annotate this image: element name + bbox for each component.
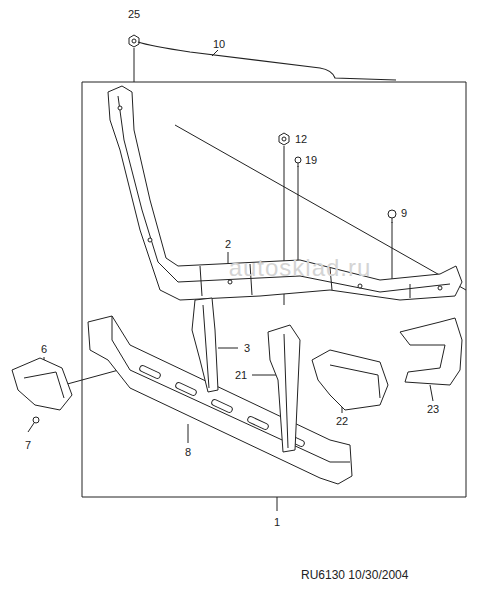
callout-number: 2 <box>224 238 232 250</box>
callout-number: 12 <box>294 133 308 145</box>
drawing-stroke <box>298 163 299 167</box>
callout-number: 21 <box>234 369 248 381</box>
callout-number: 8 <box>184 446 192 458</box>
callout-number: 7 <box>24 439 32 451</box>
callout-number: 9 <box>400 207 408 219</box>
drawing-stroke <box>247 416 269 431</box>
upper-tie-bar <box>108 86 462 300</box>
drawing-stroke <box>400 318 462 385</box>
drawing-stroke <box>82 82 466 497</box>
drawing-stroke <box>24 372 64 398</box>
drawing-stroke <box>312 350 388 410</box>
drawing-stroke <box>284 334 288 448</box>
callout-number: 22 <box>335 415 349 427</box>
drawing-stroke <box>438 286 442 290</box>
drawing-stroke <box>118 106 122 110</box>
callout-number: 1 <box>273 516 281 528</box>
frame-lines <box>44 48 466 511</box>
drawing-stroke <box>282 137 286 141</box>
drawing-stroke <box>358 284 362 288</box>
drawing-stroke <box>28 423 34 432</box>
rod <box>138 42 396 80</box>
drawing-stroke <box>139 365 161 380</box>
drawing-stroke <box>33 417 39 423</box>
drawing-stroke <box>188 424 189 443</box>
callout-number: 23 <box>426 403 440 415</box>
drawing-stroke <box>279 133 289 145</box>
drawing-stroke <box>392 222 393 282</box>
lower-cross-member <box>88 316 352 484</box>
drawing-stroke <box>268 325 300 452</box>
caption: RU6130 10/30/2004 <box>300 568 409 582</box>
drawing-stroke <box>112 316 350 462</box>
drawing-stroke <box>211 399 233 414</box>
brackets <box>12 298 462 452</box>
watermark: autosklad.ru <box>228 255 373 281</box>
fasteners <box>28 35 396 432</box>
drawing-stroke <box>192 298 218 392</box>
drawing-stroke <box>118 96 450 292</box>
drawing-stroke <box>330 365 380 398</box>
drawing-stroke <box>252 375 276 376</box>
drawing-stroke <box>134 48 135 82</box>
drawing-stroke <box>175 382 197 397</box>
drawing-stroke <box>388 210 396 218</box>
callout-number: 6 <box>40 343 48 355</box>
drawing-stroke <box>138 42 396 80</box>
callout-number: 10 <box>212 38 226 50</box>
drawing-stroke <box>88 316 352 484</box>
drawing-stroke <box>148 238 152 242</box>
drawing-stroke <box>12 358 72 410</box>
callout-number: 25 <box>127 8 141 20</box>
drawing-stroke <box>295 157 301 163</box>
drawing-stroke <box>203 305 209 388</box>
drawing-stroke <box>129 35 139 47</box>
drawing-stroke <box>132 39 136 43</box>
callout-number: 19 <box>304 154 318 166</box>
drawing-stroke <box>218 348 238 349</box>
drawing-stroke <box>108 86 462 300</box>
drawing-stroke <box>430 385 433 401</box>
drawing-stroke <box>277 497 278 511</box>
drawing-stroke <box>392 218 393 223</box>
callout-number: 3 <box>243 342 251 354</box>
